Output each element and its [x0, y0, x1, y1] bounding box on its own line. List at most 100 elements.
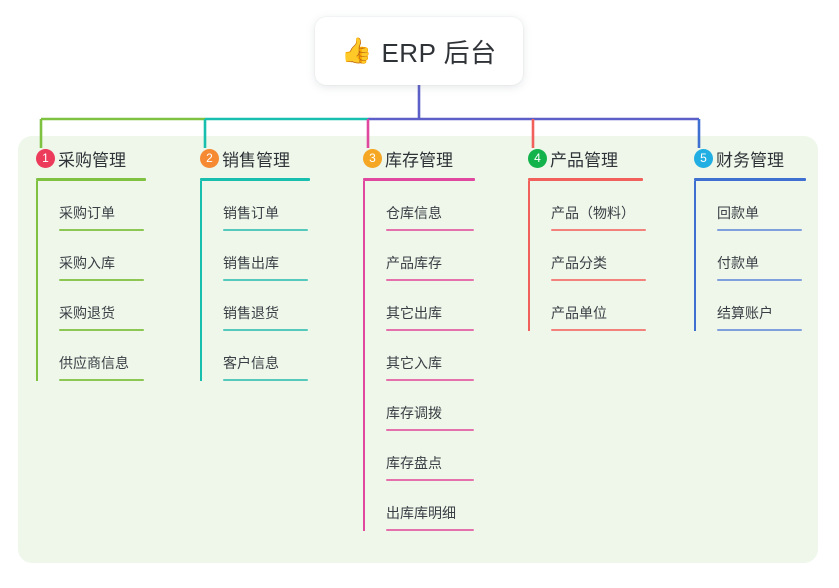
list-item-label: 产品单位: [551, 305, 607, 321]
list-item-underline: [223, 229, 308, 231]
list-item-label: 客户信息: [223, 355, 279, 371]
column-items: 销售订单销售出库销售退货客户信息: [200, 181, 310, 381]
item-connector-line: [363, 281, 365, 331]
list-item[interactable]: 采购退货: [36, 281, 146, 331]
list-item-label: 供应商信息: [59, 355, 129, 371]
list-item-label: 仓库信息: [386, 205, 442, 221]
column-items: 采购订单采购入库采购退货供应商信息: [36, 181, 146, 381]
list-item-label: 销售退货: [223, 305, 279, 321]
list-item-label: 其它入库: [386, 355, 442, 371]
list-item-underline: [717, 279, 802, 281]
item-connector-line: [363, 181, 365, 231]
list-item-underline: [386, 379, 474, 381]
column-items: 仓库信息产品库存其它出库其它入库库存调拨库存盘点出库库明细: [363, 181, 475, 531]
root-node[interactable]: 👍 ERP 后台: [315, 17, 523, 85]
list-item[interactable]: 供应商信息: [36, 331, 146, 381]
list-item[interactable]: 采购入库: [36, 231, 146, 281]
list-item-underline: [551, 229, 646, 231]
list-item-underline: [717, 329, 802, 331]
list-item-underline: [223, 379, 308, 381]
column-badge-icon: 1: [36, 149, 55, 168]
list-item[interactable]: 采购订单: [36, 181, 146, 231]
list-item[interactable]: 出库库明细: [363, 481, 475, 531]
list-item-underline: [59, 329, 144, 331]
list-item[interactable]: 产品分类: [528, 231, 646, 281]
item-connector-line: [200, 181, 202, 231]
list-item[interactable]: 销售出库: [200, 231, 310, 281]
item-connector-line: [200, 281, 202, 331]
column-badge-icon: 3: [363, 149, 382, 168]
list-item-underline: [59, 279, 144, 281]
item-connector-line: [36, 281, 38, 331]
column-items: 回款单付款单结算账户: [694, 181, 806, 331]
column-underline: [36, 178, 146, 181]
item-connector-line: [363, 431, 365, 481]
list-item[interactable]: 其它入库: [363, 331, 475, 381]
list-item[interactable]: 销售退货: [200, 281, 310, 331]
column-underline: [528, 178, 643, 181]
column-underline: [363, 178, 475, 181]
list-item[interactable]: 销售订单: [200, 181, 310, 231]
item-connector-line: [200, 331, 202, 381]
list-item-label: 库存盘点: [386, 455, 442, 471]
list-item[interactable]: 产品库存: [363, 231, 475, 281]
item-connector-line: [36, 331, 38, 381]
item-connector-line: [694, 281, 696, 331]
list-item[interactable]: 库存盘点: [363, 431, 475, 481]
item-connector-line: [694, 181, 696, 231]
column-underline: [200, 178, 310, 181]
list-item[interactable]: 产品（物料）: [528, 181, 646, 231]
list-item[interactable]: 回款单: [694, 181, 806, 231]
list-item[interactable]: 仓库信息: [363, 181, 475, 231]
item-connector-line: [528, 181, 530, 231]
column-title: 财务管理: [716, 150, 784, 170]
thumbs-up-icon: 👍: [341, 36, 373, 65]
list-item-label: 库存调拨: [386, 405, 442, 421]
root-node-title: ERP 后台: [381, 37, 497, 68]
list-item-label: 采购入库: [59, 255, 115, 271]
column-underline: [694, 178, 806, 181]
list-item-label: 产品（物料）: [551, 205, 635, 221]
item-connector-line: [200, 231, 202, 281]
list-item-underline: [386, 429, 474, 431]
list-item-label: 采购退货: [59, 305, 115, 321]
column-badge-icon: 2: [200, 149, 219, 168]
column-title: 销售管理: [222, 150, 290, 170]
list-item-underline: [551, 329, 646, 331]
item-connector-line: [36, 181, 38, 231]
list-item-label: 销售订单: [223, 205, 279, 221]
list-item-label: 产品分类: [551, 255, 607, 271]
list-item[interactable]: 结算账户: [694, 281, 806, 331]
item-connector-line: [363, 381, 365, 431]
columns-background-panel: [18, 136, 818, 563]
list-item[interactable]: 其它出库: [363, 281, 475, 331]
list-item-underline: [386, 229, 474, 231]
list-item-label: 付款单: [717, 255, 759, 271]
list-item-underline: [59, 229, 144, 231]
column-badge-icon: 5: [694, 149, 713, 168]
list-item-label: 其它出库: [386, 305, 442, 321]
list-item[interactable]: 客户信息: [200, 331, 310, 381]
list-item-underline: [386, 479, 474, 481]
list-item-underline: [717, 229, 802, 231]
list-item-label: 采购订单: [59, 205, 115, 221]
item-connector-line: [528, 231, 530, 281]
list-item[interactable]: 产品单位: [528, 281, 646, 331]
item-connector-line: [528, 281, 530, 331]
item-connector-line: [363, 481, 365, 531]
list-item-label: 结算账户: [717, 305, 773, 321]
list-item-label: 销售出库: [223, 255, 279, 271]
list-item[interactable]: 库存调拨: [363, 381, 475, 431]
list-item[interactable]: 付款单: [694, 231, 806, 281]
